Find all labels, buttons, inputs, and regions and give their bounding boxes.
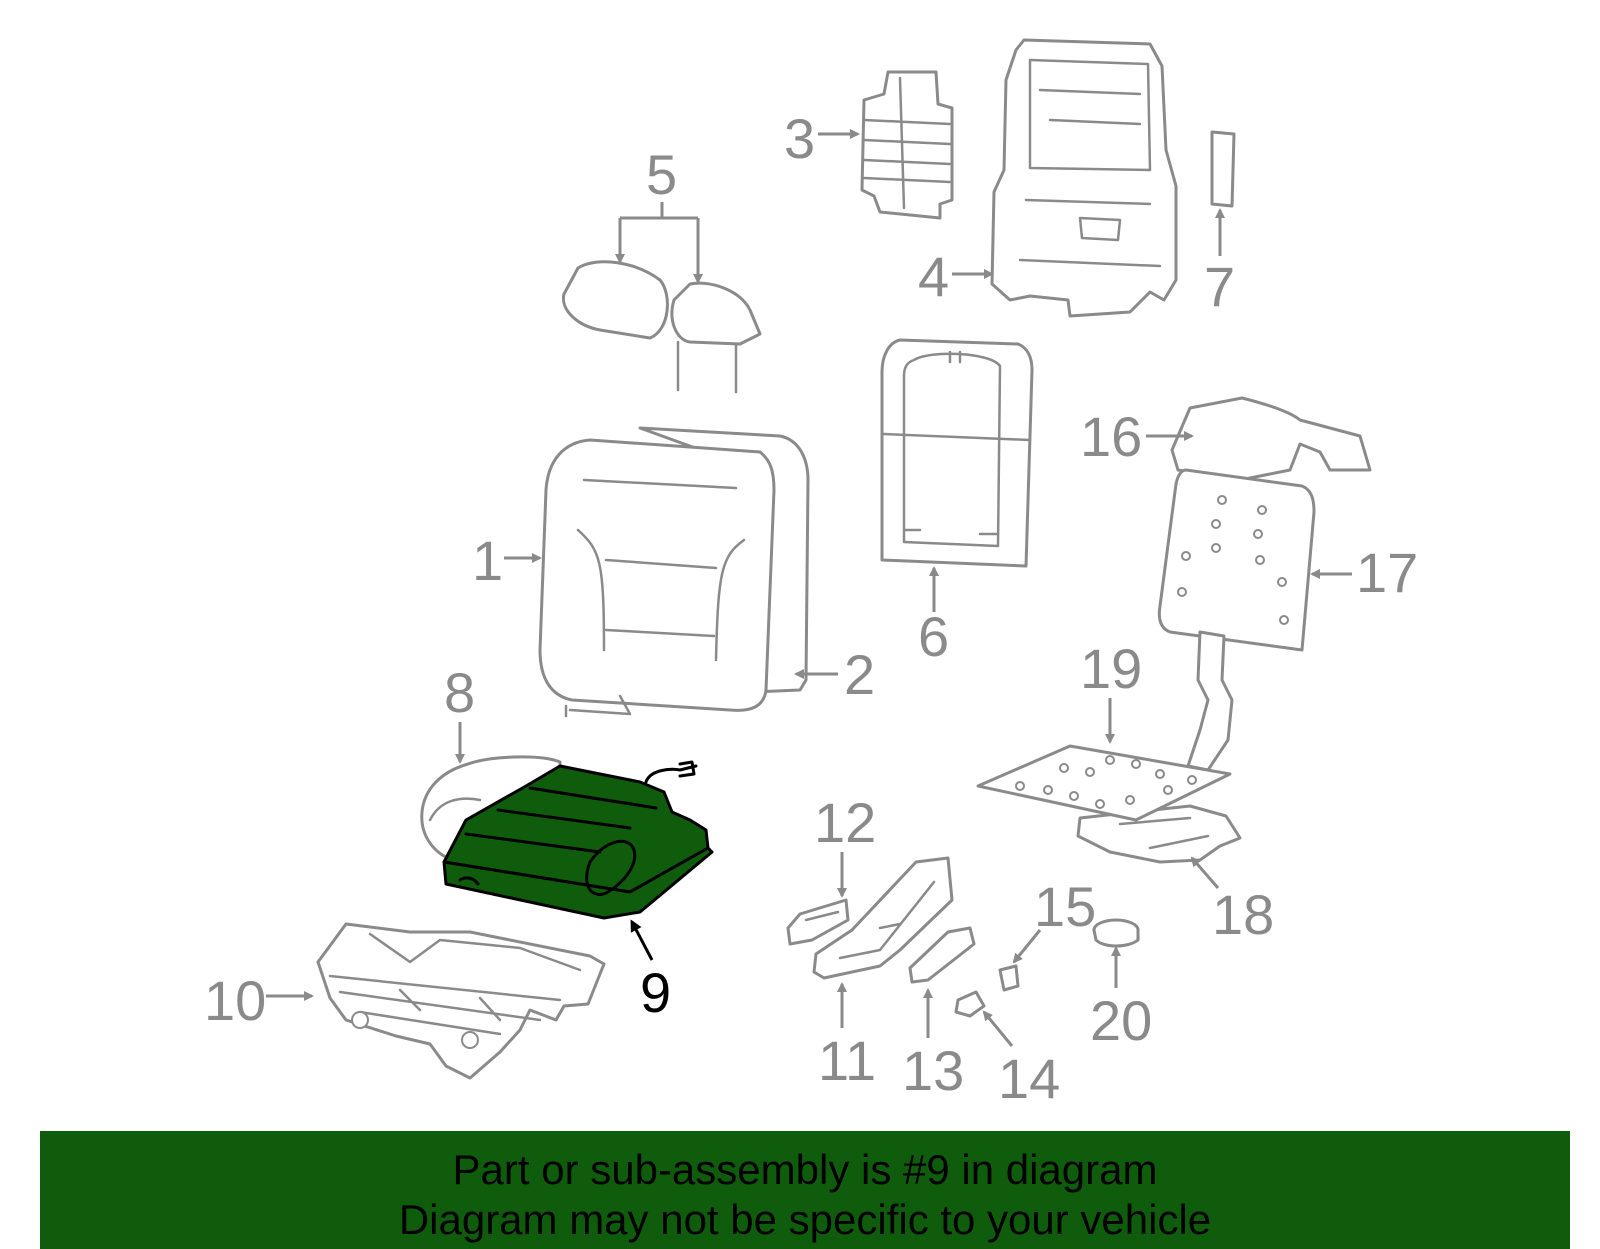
part-18-seat-adjuster (1076, 804, 1242, 864)
callout-6: 6 (918, 566, 949, 668)
part-3-lumbar-support (860, 70, 954, 220)
callout-5: 5 (615, 143, 703, 284)
callout-19: 19 (1080, 637, 1142, 744)
part-16-seat-side-shield (1170, 396, 1372, 482)
svg-text:8: 8 (444, 661, 475, 724)
part-17-seat-back-rear-panel (1157, 468, 1316, 772)
part-1-seat-back-cover (538, 438, 776, 718)
part-6-back-panel (880, 338, 1034, 568)
svg-text:13: 13 (902, 1039, 964, 1102)
part-20-plug (1092, 918, 1140, 948)
svg-text:12: 12 (814, 791, 876, 854)
callout-13: 13 (902, 988, 964, 1102)
svg-text:14: 14 (998, 1047, 1060, 1110)
svg-text:3: 3 (784, 107, 815, 170)
svg-text:11: 11 (818, 1029, 876, 1092)
callout-12: 12 (814, 791, 876, 898)
svg-text:19: 19 (1080, 637, 1142, 700)
callout-10: 10 (204, 969, 314, 1032)
callout-11: 11 (818, 982, 876, 1092)
part-10-seat-cushion-frame (316, 922, 606, 1080)
callout-20: 20 (1090, 946, 1152, 1052)
svg-text:5: 5 (646, 143, 677, 206)
svg-text:2: 2 (844, 643, 875, 706)
callout-15: 15 (1012, 875, 1096, 964)
callout-14: 14 (982, 1010, 1060, 1110)
part-14-clip (954, 990, 986, 1018)
banner-disclaimer: Diagram may not be specific to your vehi… (398, 1196, 1212, 1243)
callout-3: 3 (784, 107, 860, 170)
part-11-seat-side-shield (812, 856, 954, 980)
svg-text:4: 4 (918, 245, 949, 308)
part-7-trim-panel (1210, 130, 1236, 208)
svg-text:7: 7 (1204, 255, 1235, 318)
part-13-cover (908, 926, 976, 984)
callout-17: 17 (1310, 541, 1418, 604)
part-9-seat-cushion (442, 760, 714, 920)
callout-4: 4 (918, 245, 994, 308)
part-19-seat-pan (976, 744, 1232, 822)
info-banner: Part or sub-assembly is #9 in diagram Di… (40, 1131, 1570, 1249)
callout-16: 16 (1080, 405, 1194, 468)
svg-text:17: 17 (1356, 541, 1418, 604)
callout-18: 18 (1190, 856, 1274, 946)
svg-text:10: 10 (204, 969, 266, 1032)
part-15-clip (998, 964, 1020, 992)
seat-parts-diagram: 1 2 3 4 5 6 7 8 9 10 11 1 (204, 38, 1418, 1110)
svg-text:1: 1 (472, 529, 503, 592)
svg-text:18: 18 (1212, 883, 1274, 946)
svg-text:20: 20 (1090, 989, 1152, 1052)
svg-text:6: 6 (918, 605, 949, 668)
callout-8: 8 (444, 661, 475, 764)
svg-text:9: 9 (640, 961, 671, 1024)
banner-part-notice: Part or sub-assembly is #9 in diagram (452, 1146, 1158, 1193)
part-12-bracket (786, 898, 850, 946)
part-4-seat-back-frame (990, 38, 1178, 318)
callout-1: 1 (472, 529, 542, 592)
part-5-headrests (562, 260, 762, 394)
callout-7: 7 (1204, 208, 1235, 318)
svg-text:15: 15 (1034, 875, 1096, 938)
callout-2: 2 (794, 643, 875, 706)
svg-text:16: 16 (1080, 405, 1142, 468)
callout-9: 9 (630, 919, 671, 1024)
